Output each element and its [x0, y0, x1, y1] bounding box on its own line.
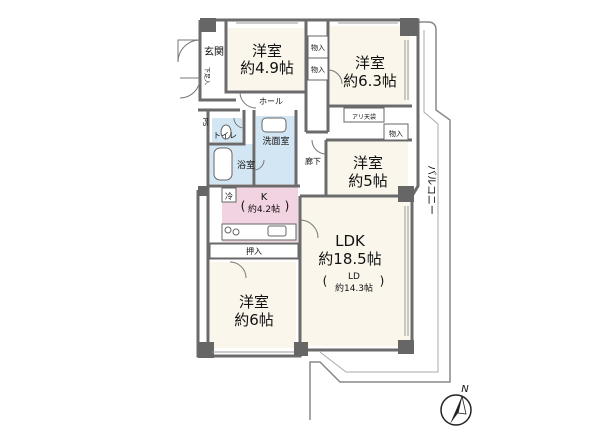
- shoe-closet-label: 下足入: [203, 67, 210, 85]
- hall-label: ホール: [259, 97, 283, 106]
- sink: [261, 117, 287, 133]
- column-sw: [198, 342, 214, 358]
- ldk-size: 約18.5帖: [318, 250, 381, 268]
- entrance-label: 玄関: [204, 45, 224, 58]
- kitchen-sink: [267, 225, 287, 237]
- western-room-b-size: 約6.3帖: [343, 72, 397, 90]
- floor-fills: [210, 26, 410, 348]
- western-room-d-name: 洋室: [239, 293, 269, 311]
- closet-box-3: [383, 123, 409, 141]
- balcony-outline: [309, 21, 451, 420]
- western-room-c-floor: [328, 142, 408, 194]
- closet-box-2: [307, 57, 329, 81]
- labels: 洋室 約4.9帖 洋室 約6.3帖 洋室 約5帖 洋室 約6帖 LDK 約18.…: [201, 42, 437, 329]
- compass-icon: N: [440, 384, 472, 426]
- corridor-label: 廊下: [305, 156, 321, 166]
- column-mid: [294, 342, 308, 356]
- stove-burner-2: [232, 228, 240, 236]
- ldk-name: LDK: [335, 232, 366, 250]
- western-room-c-name: 洋室: [353, 154, 383, 172]
- western-room-a-floor: [228, 28, 306, 90]
- western-room-b-name: 洋室: [355, 54, 385, 72]
- western-room-d-size: 約6帖: [234, 311, 274, 329]
- toilet-label: トイレ: [213, 131, 237, 140]
- kitchen-name: K: [261, 192, 268, 203]
- fridge-box: [221, 187, 237, 203]
- toilet-bowl: [220, 124, 232, 140]
- oshiire-box: [209, 243, 299, 259]
- closet-label-3: 物入: [389, 129, 403, 138]
- western-room-a-name: 洋室: [252, 42, 282, 60]
- ld-close-paren: ): [380, 274, 385, 288]
- ld-name: LD: [348, 272, 360, 282]
- fridge-label: 冷: [225, 191, 233, 201]
- kitchen-size: 約4.2帖: [248, 203, 280, 215]
- alcove-box: [343, 107, 385, 123]
- door-swings: [177, 39, 343, 279]
- western-room-a-size: 約4.9帖: [240, 59, 294, 77]
- western-room-d-floor: [210, 262, 296, 348]
- columns: [198, 18, 418, 358]
- balcony-label: バルコニー: [425, 165, 437, 215]
- closet-label-2: 物入: [311, 65, 325, 74]
- ld-size: 約14.3帖: [335, 282, 373, 294]
- windows: [212, 22, 409, 353]
- ldk-floor: [298, 196, 410, 346]
- bathtub: [213, 147, 233, 181]
- column-se: [398, 340, 414, 354]
- ld-open-paren: (: [323, 274, 328, 288]
- column-door: [198, 186, 208, 196]
- ps-label: PS: [201, 118, 209, 127]
- oshiire-label: 押入: [246, 246, 262, 256]
- western-room-b-floor: [330, 26, 410, 104]
- column-ne: [400, 18, 418, 36]
- compass-north-label: N: [461, 384, 469, 395]
- column-nw: [200, 18, 216, 32]
- kitchen-open-paren: (: [241, 199, 246, 213]
- bath-label: 浴室: [237, 159, 255, 171]
- washroom-label: 洗面室: [262, 135, 289, 147]
- kitchen-close-paren: ): [285, 199, 290, 213]
- stove-burner-1: [224, 226, 232, 234]
- fixtures: [209, 35, 409, 259]
- western-room-c-size: 約5帖: [348, 172, 388, 190]
- alcove-label: アリ天袋: [352, 113, 376, 121]
- closet-label-1: 物入: [311, 43, 325, 52]
- balcony-inner: [319, 30, 439, 373]
- column-e: [398, 186, 414, 202]
